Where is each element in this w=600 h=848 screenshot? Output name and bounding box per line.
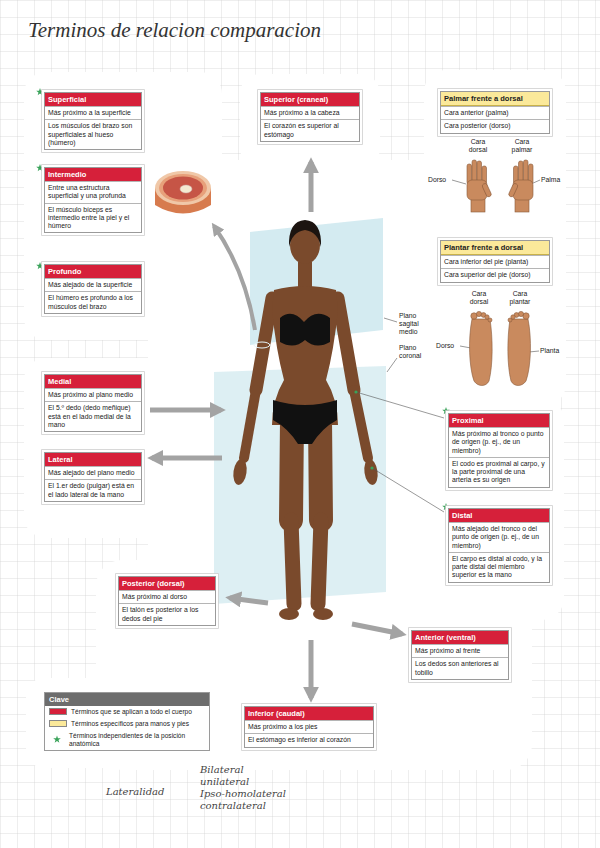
card-definition: Más alejado del tronco o del punto de or… [449,522,549,552]
part-label: Plano coronal [399,344,435,360]
card-heading: Palmar frente a dorsal [441,92,549,106]
card-definition: Más próximo al plano medio [45,388,141,401]
part-label: Planta [540,347,559,355]
card-definition: Más próximo al dorso [119,590,215,603]
card-heading: Medial [45,375,141,388]
legend-swatch [49,708,67,715]
legend-text: Términos específicos para manos y pies [71,720,189,728]
card-heading: Plantar frente a dorsal [441,241,549,255]
card-heading: Anterior (ventral) [412,631,508,644]
card-heading: Superficial [45,93,141,106]
legend-row: Términos que se aplican a todo el cuerpo [45,706,209,718]
card-definition: Más próximo al frente [412,644,508,657]
card-definition: Más próximo al tronco o punto de origen … [449,427,549,457]
card-example: El talón es posterior a los dedos del pi… [119,603,215,625]
legend-row: Términos específicos para manos y pies [45,718,209,730]
card-example: El carpo es distal al codo, y la parte d… [449,552,549,582]
card-heading: Posterior (dorsal) [119,577,215,590]
legend-text: Términos que se aplican a todo el cuerpo [71,708,192,716]
card-heading: Profundo [45,265,141,278]
card-example: El músculo bíceps es intermedio entre la… [45,203,141,233]
card-example: Cara superior del pie (dorso) [441,268,549,281]
card-example: El codo es proximal al carpo, y la parte… [449,457,549,487]
card-example: Cara posterior (dorso) [441,119,549,132]
legend-star [49,735,65,744]
legend-swatch [49,720,67,727]
legend-title: Clave [49,695,205,704]
card-definition: Más próximo a la cabeza [261,106,359,119]
part-label: Cara palmar [507,138,537,154]
hand-drawings [467,160,533,212]
term-card: LateralMás alejado del plano medioEl 1.e… [44,452,142,502]
star-markers [36,88,450,510]
part-label: Dorso [436,342,454,350]
handwritten-note: unilateral [200,776,249,788]
term-card: ProximalMás próximo al tronco o punto de… [448,413,550,488]
part-label: Dorso [428,176,446,184]
arm-cross-section [155,171,211,214]
legend-header: Clave [45,693,209,706]
part-label: Cara dorsal [464,290,494,306]
part-label: Cara dorsal [463,138,493,154]
card-example: Los dedos son anteriores al tobillo [412,657,508,679]
card-definition: Cara anterior (palma) [441,106,549,119]
legend-row: Términos independientes de la posición a… [45,730,209,750]
term-card: MedialMás próximo al plano medioEl 5.º d… [44,374,142,432]
term-card: SuperficialMás próximo a la superficieLo… [44,92,142,150]
card-definition: Más alejado del plano medio [45,466,141,479]
card-example: Los músculos del brazo son superficiales… [45,119,141,149]
term-card: DistalMás alejado del tronco o del punto… [448,508,550,583]
term-card: IntermedioEntre una estructura superfici… [44,167,142,233]
card-definition: Entre una estructura superficial y una p… [45,181,141,203]
legend-box: ClaveTérminos que se aplican a todo el c… [44,692,210,751]
part-label: Plano sagital medio [399,312,435,336]
leader-dots [354,390,373,469]
term-card: ProfundoMás alejado de la superficieEl h… [44,264,142,314]
term-card-yellow: Palmar frente a dorsalCara anterior (pal… [440,91,550,134]
card-example: El 5.º dedo (dedo meñique) está en el la… [45,401,141,431]
card-definition: Más próximo a los pies [245,720,373,733]
card-example: El estómago es inferior al corazón [245,733,373,746]
foot-drawings [470,311,531,385]
term-card: Inferior (caudal)Más próximo a los piesE… [244,706,374,748]
page-title: Terminos de relacion comparacion [28,18,321,43]
card-example: El corazón es superior al estómago [261,119,359,141]
human-figure [232,220,379,620]
term-card: Superior (craneal)Más próximo a la cabez… [260,92,360,142]
card-example: El húmero es profundo a los músculos del… [45,291,141,313]
card-heading: Lateral [45,453,141,466]
handwritten-note: Bilateral [200,764,244,776]
term-card: Anterior (ventral)Más próximo al frenteL… [411,630,509,680]
star-symbol [53,736,61,743]
term-card: Posterior (dorsal)Más próximo al dorsoEl… [118,576,216,626]
card-heading: Intermedio [45,168,141,181]
handwritten-note: Ipso-homolateral [200,788,286,800]
handwritten-note: Lateralidad [106,786,164,798]
card-definition: Más próximo a la superficie [45,106,141,119]
card-heading: Inferior (caudal) [245,707,373,720]
card-heading: Proximal [449,414,549,427]
card-definition: Cara inferior del pie (planta) [441,255,549,268]
part-label: Cara plantar [503,290,537,306]
part-label: Palma [541,176,560,184]
handwritten-note: contralateral [200,800,266,812]
card-example: El 1.er dedo (pulgar) está en el lado la… [45,479,141,501]
white-patches [24,70,566,770]
card-heading: Superior (craneal) [261,93,359,106]
card-heading: Distal [449,509,549,522]
legend-text: Términos independientes de la posición a… [69,732,205,748]
card-definition: Más alejado de la superficie [45,278,141,291]
term-card-yellow: Plantar frente a dorsalCara inferior del… [440,240,550,283]
